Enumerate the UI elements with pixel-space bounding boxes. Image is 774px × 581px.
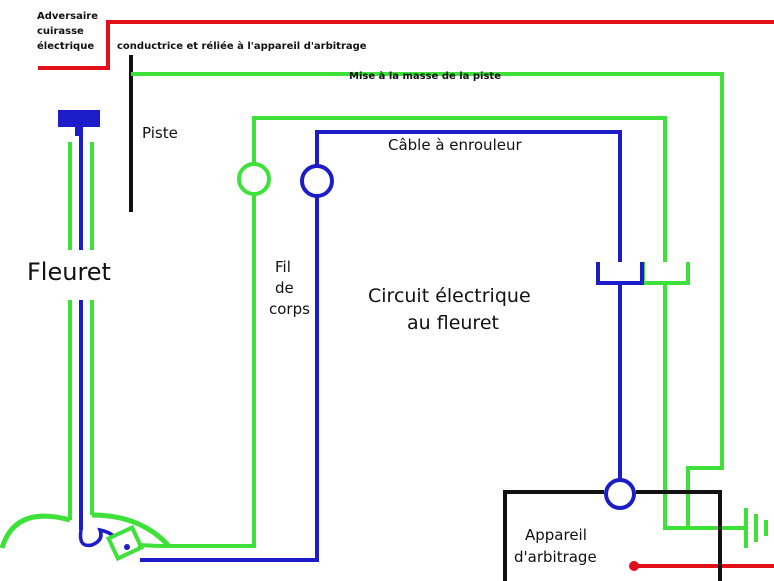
label-cable: Câble à enrouleur [388,136,522,154]
label-appareil: Appareil [525,526,587,544]
blue-apparatus-connector [604,478,636,510]
green-plug [641,262,690,285]
foil-tip [58,110,100,127]
label-circuit: Circuit électrique [368,285,531,307]
apparatus-box [503,490,722,581]
label-fil: Fil [275,258,291,276]
blue-body-connector [300,164,334,198]
label-adversaire: Adversaire [37,11,98,22]
red-adversary-wire [38,20,774,568]
label-de: de [275,279,294,297]
label-cuirasse: cuirasse [37,26,84,37]
green-ground-wire [131,72,730,530]
red-terminal-dot [629,561,639,571]
foil-guard [0,512,170,549]
blue-plug [596,262,644,285]
label-electrique: électrique [37,40,94,52]
label-fleuret: Fleuret [27,258,111,286]
label-corps: corps [269,300,310,318]
label-masse-piste: Mise à la masse de la piste [349,70,501,82]
blue-reel-cable [160,130,622,562]
foil [0,110,170,562]
ground-symbol [730,508,768,548]
foil-tip-stem [75,126,83,136]
label-piste: Piste [142,124,178,142]
foil-socket [105,524,145,562]
label-arbitrage: d'arbitrage [514,548,597,566]
label-au-fleuret: au fleuret [407,312,499,334]
label-conductrice: conductrice et réliée à l'appareil d'arb… [117,40,367,52]
green-body-connector [237,162,271,196]
green-body-wire [160,116,690,548]
